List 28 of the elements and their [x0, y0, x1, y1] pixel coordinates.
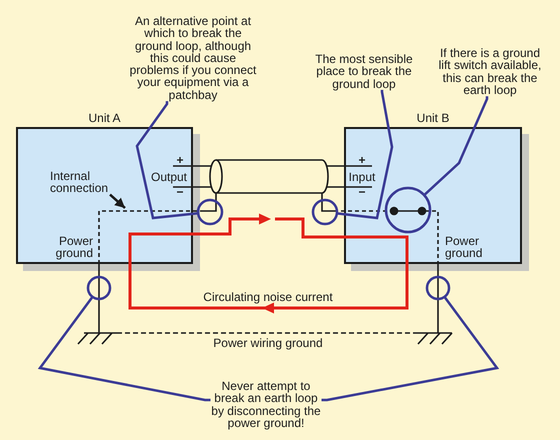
ground-label: Power ground: [56, 235, 93, 260]
callout-text: An alternative point at which to break the ground loop, although this could cause problems if you connect your equipment via a patchbay: [129, 15, 257, 102]
callout-text: If there is a ground lift switch available, this can break the earth loop: [438, 47, 542, 96]
callout-text: Never attempt to break an earth loop by disconnecting the power ground!: [210, 380, 322, 430]
callout-text: Internal connection: [50, 170, 110, 195]
highlight-circle: [86, 275, 112, 301]
highlight-circle: [425, 275, 451, 301]
current-label: Circulating noise current: [203, 290, 333, 304]
polarity-sign: +: [358, 155, 366, 165]
leader-line: [38, 296, 210, 402]
leader-line: [109, 194, 126, 209]
ground-line-label: Power wiring ground: [213, 336, 323, 350]
leader-line: [336, 90, 394, 220]
unit-title: Unit A: [88, 112, 120, 124]
polarity-sign: −: [358, 187, 366, 197]
highlight-circle: [311, 198, 339, 226]
polarity-sign: +: [176, 155, 184, 165]
port-label: Output: [150, 170, 188, 183]
leader-line: [136, 101, 198, 220]
port-label: Input: [348, 170, 376, 183]
highlight-circle: [196, 198, 224, 226]
highlight-circle: [384, 186, 432, 234]
leader-line: [423, 96, 488, 196]
callout-text: The most sensible place to break the ground loop: [314, 53, 414, 90]
unit-title: Unit B: [416, 112, 450, 124]
ground-label: Power ground: [445, 235, 482, 260]
leader-line: [322, 296, 500, 402]
polarity-sign: −: [176, 187, 184, 197]
